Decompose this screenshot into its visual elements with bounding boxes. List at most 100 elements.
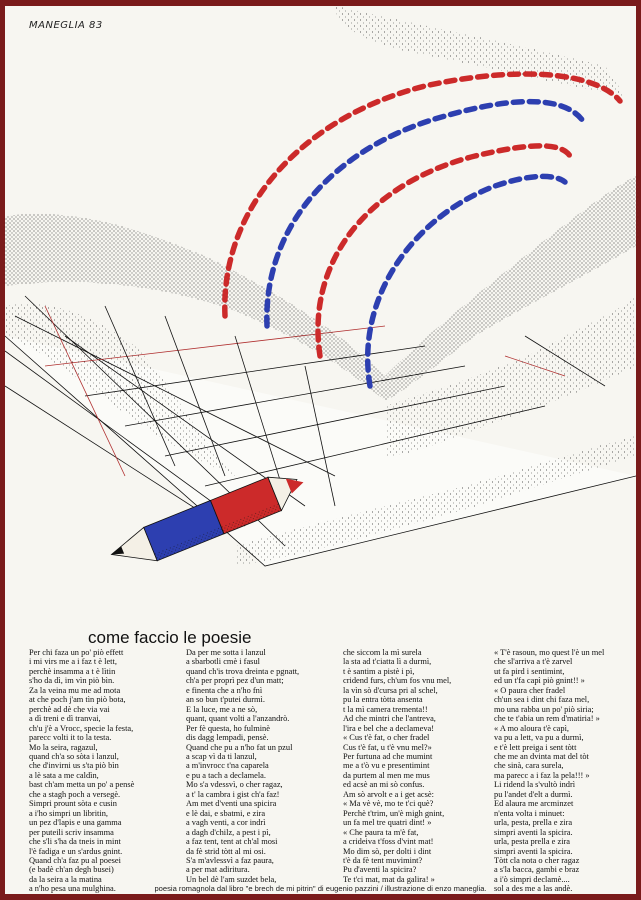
poem-line: a vagh venti, a cor indrì [186, 818, 266, 828]
poem-line: urla, pesta, prella e zira [494, 818, 573, 828]
poem-line: l'ira e bel che a declameva! [343, 723, 435, 733]
poem-line: a crideiva t'foss d'vint mat! [343, 837, 434, 847]
poem-line: Perchè t'trim, un'è migh gnint, [343, 808, 445, 818]
poem-line: Per furtuna ad che mumint [343, 751, 433, 761]
dashed-arcs [222, 71, 623, 389]
poem-line: an so bun t'putei durmì. [186, 695, 265, 705]
poem-line: un pez d'lapis e una gamma [29, 818, 122, 828]
poem-line: ed un t'fa capì piò gnint!! » [494, 676, 585, 686]
poem-line: Tòtt cla nota o cher ragaz [494, 855, 580, 865]
poem-line: quand ch'a so sòta i lanzul, [29, 751, 119, 761]
poster: MANEGLIA 83 come faccio le poesie Per ch… [5, 6, 636, 894]
pencil [110, 476, 304, 562]
poem-line: Pu d'aventi la spicira? [343, 865, 417, 875]
poem-line: da fè strid tòtt al mi osi. [186, 846, 266, 856]
poem-line: Mo dim sò, per dolti i dint [343, 846, 432, 856]
poem-line: simpri aventi la spicira. [494, 827, 573, 837]
illustration [5, 6, 636, 567]
poem-line: Am met d'venti una spicira [186, 799, 277, 809]
poem-line: Da per me sotta i lanzul [186, 648, 266, 657]
poem-line: un fa mel tre quatri dint! » [343, 818, 432, 828]
poem-line: Quand ch'a faz pu al poesei [29, 855, 121, 865]
poem-line: a sbarbotli cmè i fasul [186, 657, 260, 667]
poem-line: la sta ad t'ciatta lì a durmì, [343, 657, 432, 667]
poem-line: « Ma vè vè, mo te t'ci què? [343, 799, 434, 809]
poem-line: urla, pesta prella e zira [494, 837, 571, 847]
poem-line: E la luce, me a ne sò, [186, 704, 258, 714]
poem-line: va pu a lett, va pu a durmì, [494, 733, 584, 743]
blue-arc-inner [364, 173, 568, 389]
poem-line: da purtem al men me mus [343, 770, 430, 780]
caption: poesia romagnola dal libro "e brech de m… [154, 884, 487, 893]
poem-line: « A mo aloura t'è capì, [494, 723, 570, 733]
poem-line: cridend furs, ch'um fos vnu mel, [343, 676, 452, 686]
poem-line: Mo s'a vdessvì, o cher ragaz, [186, 780, 283, 790]
poem-line: ed acsè an mi sò confus. [343, 780, 425, 790]
poem-line: i mi virs me a i faz t è lett, [29, 657, 117, 667]
poem-line: a n'ho pesa una mulghina. [29, 884, 116, 894]
poem-line: t è santim a pistè i pì, [343, 666, 415, 676]
poem-line: ut fa pird i sentimint, [494, 666, 565, 676]
poem-line: per puteili scriv insamma [29, 827, 114, 837]
poem-line: l'è fadiga e un s'ardus gnint. [29, 846, 123, 856]
poem-line: Za la veina mu me ad mota [29, 685, 121, 695]
poem-line: S'a m'avlessvì a faz paura, [186, 855, 274, 865]
poem-line: che d'invirni us s'ta piò bìn [29, 761, 119, 771]
poem-line: « O paura cher fradel [494, 685, 566, 695]
poem-line: n'enta volta i minuet: [494, 808, 565, 818]
poem-line: parecc volti it to la testa. [29, 733, 112, 743]
blue-arc-outer [264, 98, 586, 329]
poem-line: Li ridend la s'vultò indrì [494, 780, 576, 790]
poem-line: che sl'arriva a t'è zarvel [494, 657, 573, 667]
poem-line: ch'un sea i dint chi faza mel, [494, 695, 590, 705]
poem-line: s'ho da dì, im vìn piò bìn. [29, 676, 115, 686]
poem-line: da la seira a la matina [29, 874, 102, 884]
artist-signature: MANEGLIA 83 [29, 20, 103, 31]
poem-line: e t'è lett preiga i sent tòtt [494, 742, 577, 752]
poem-line: che siccom la mì surela [343, 648, 422, 657]
poem-line: Te t'ci mat, mat da galira! » [343, 874, 435, 884]
poem-line: Mo la seira, ragazul, [29, 742, 98, 752]
poem-line: Per chi faza un po' piò effett [29, 648, 124, 657]
poem-line: a i'ò simpri declamè.... [494, 874, 570, 884]
poem-line: at che poch j'am tìn piò bota, [29, 695, 126, 705]
poem-line: la vìn sò d'cursa pri al schel, [343, 685, 438, 695]
poem-line: dis dagg lempadi, pensè. [186, 733, 269, 743]
poem-line: e finenta che a n'ho fnì [186, 685, 263, 695]
poem-line: « Che paura ta m'è fat, [343, 827, 419, 837]
poem-line: quant, quant volti a l'anzandrò. [186, 714, 290, 724]
poem-line: (e badè ch'an degh busei) [29, 865, 114, 875]
poem-line: che te t'abia un rem d'matiria! » [494, 714, 600, 724]
poem-line: a dì treni e dì tranvai, [29, 714, 101, 724]
poem-line: che a stagh poch a versegè. [29, 789, 121, 799]
poem-line: « T'è rasoun, mo quest l'è un mel [494, 648, 605, 657]
poem-line: Simpri prount sòta e cusin [29, 799, 117, 809]
poem-line: ch'a per proprì pez d'un matt; [186, 676, 284, 686]
poem-line: Un bel dè l'am suzdet bela, [186, 874, 277, 884]
poem-line: e pu a tach a declamela. [186, 770, 266, 780]
poem-line: sol a des me a las andè. [494, 884, 573, 894]
poem-line: Cus t'è fat, u t'è vnu mel?» [343, 742, 432, 752]
poem-line: pu l'andet d'elt a durmì. [494, 789, 573, 799]
poem-line: Quand che pu a n'ho fat un pzul [186, 742, 293, 752]
poem-line: ch'u j'è a Vrocc, specie la festa, [29, 723, 134, 733]
poem-line: che sinà, cara surela, [494, 761, 564, 771]
poem-line: perchè insamma a t è lìtin [29, 666, 116, 676]
red-arc-outer [222, 71, 623, 319]
red-arc-inner [315, 143, 573, 359]
poem-line: a dagh d'chilz, a pest i pì, [186, 827, 271, 837]
poem-line: a per mat adiritura. [186, 865, 250, 875]
poem-line: quand ch'is trova dreinta e pgnatt, [186, 666, 300, 676]
poem-line: simpri aventi la spicira. [494, 846, 573, 856]
poem-line: a m'invrocc t'na caparela [186, 761, 269, 771]
poem-line: che me an dvinta mat del tòt [494, 751, 589, 761]
poem-line: Per fè questa, ho fulminè [186, 723, 270, 733]
poem-line: « Cus t'è fat, o cher fradel [343, 733, 430, 743]
poem-line: ma parecc a i faz la pela!!! » [494, 770, 590, 780]
poem-line: a i'ho simpri un libritin, [29, 808, 108, 818]
poem-line: pu la entra tòtta ansenta [343, 695, 423, 705]
poem-line: a lè sata a me caldìn, [29, 770, 99, 780]
poem-line: bast ch'am metta un po' a pensè [29, 780, 135, 790]
